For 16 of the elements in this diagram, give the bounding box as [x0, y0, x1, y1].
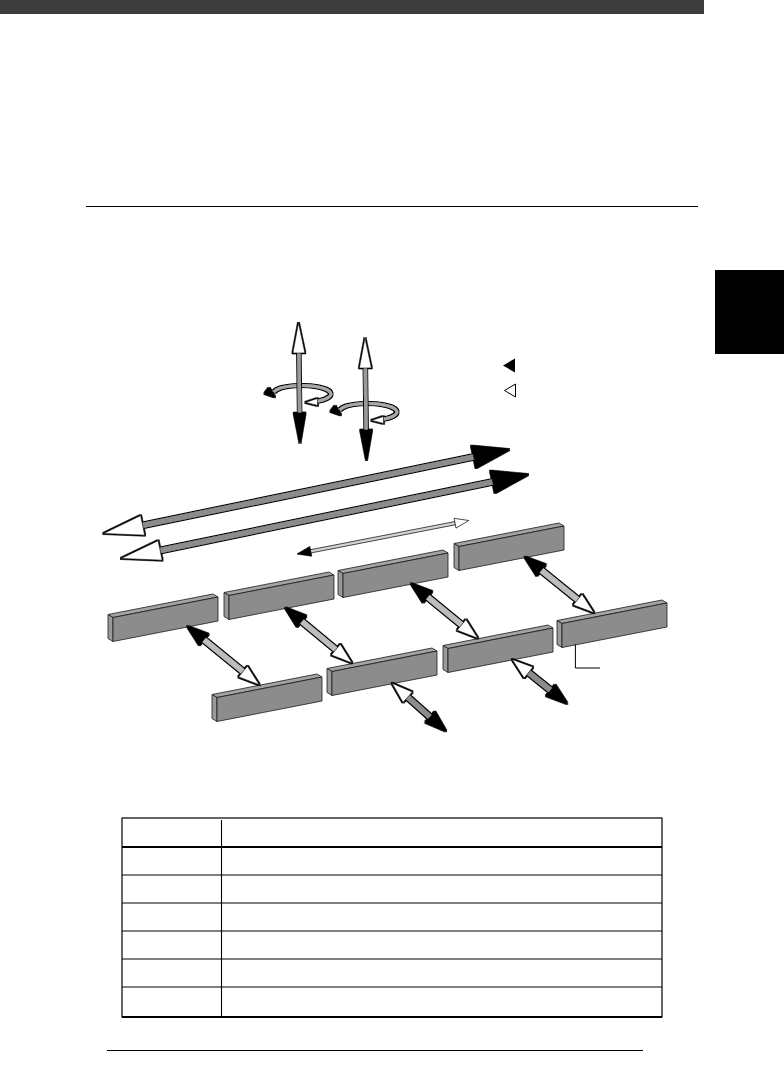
double-arrow — [283, 605, 354, 666]
leader-line — [574, 643, 601, 669]
block — [223, 571, 334, 619]
block — [442, 624, 553, 672]
double-arrow — [185, 624, 262, 687]
double-arrow — [409, 581, 480, 641]
double-arrow — [390, 681, 448, 734]
block — [326, 647, 437, 695]
section-tab — [715, 270, 784, 354]
block — [338, 549, 448, 597]
block — [557, 599, 668, 647]
block — [453, 522, 564, 570]
block — [212, 673, 322, 721]
double-arrow — [510, 657, 569, 706]
block — [108, 593, 218, 641]
double-arrow — [523, 554, 596, 615]
